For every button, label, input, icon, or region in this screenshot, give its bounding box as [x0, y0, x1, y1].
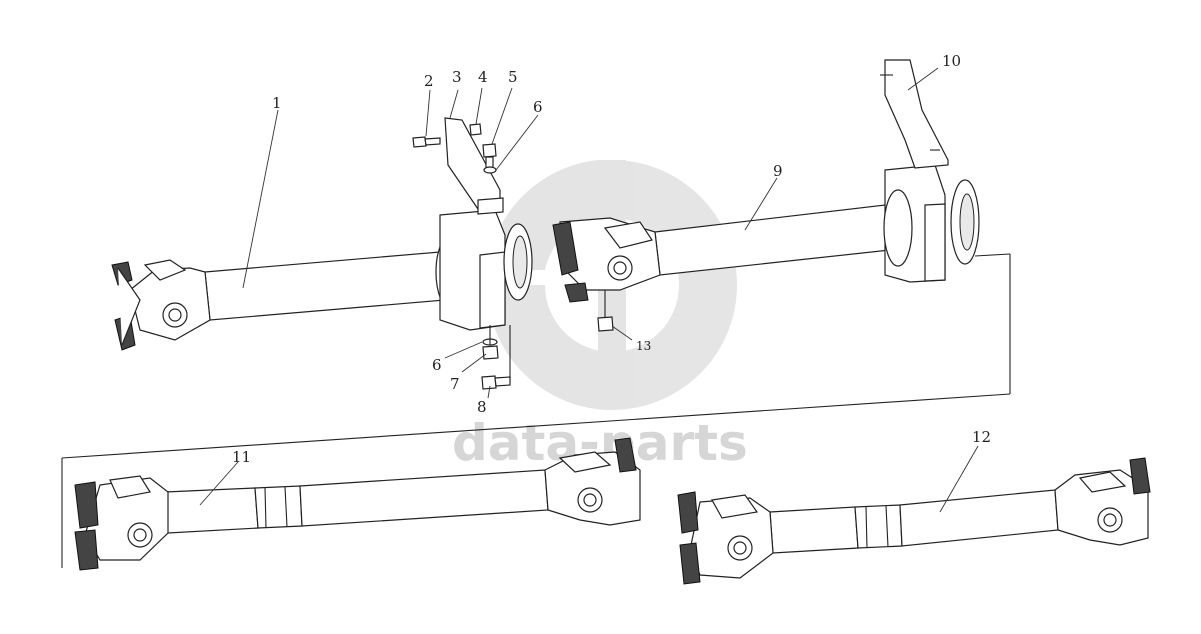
callout-11: 11	[232, 448, 251, 466]
callout-3: 3	[452, 68, 462, 86]
callout-8: 8	[477, 398, 487, 416]
propeller-shaft-11	[74, 437, 641, 571]
propeller-shaft-1	[111, 233, 469, 351]
callout-10: 10	[942, 52, 961, 70]
propeller-shaft-12	[677, 457, 1151, 585]
callout-2: 2	[424, 72, 434, 90]
bracket-10	[880, 59, 949, 169]
leader-lines	[199, 67, 979, 513]
callout-4: 4	[478, 68, 488, 86]
center-bearing-assembly	[412, 117, 533, 390]
callout-12: 12	[972, 428, 991, 446]
callout-6-lower: 6	[432, 356, 442, 374]
callout-5: 5	[508, 68, 518, 86]
callout-6-upper: 6	[533, 98, 543, 116]
callout-7: 7	[450, 375, 460, 393]
propeller-shaft-9	[552, 164, 980, 332]
callout-1: 1	[272, 94, 282, 112]
callout-13: 13	[636, 339, 651, 353]
callout-9: 9	[773, 162, 783, 180]
frame-lines	[61, 253, 1011, 568]
